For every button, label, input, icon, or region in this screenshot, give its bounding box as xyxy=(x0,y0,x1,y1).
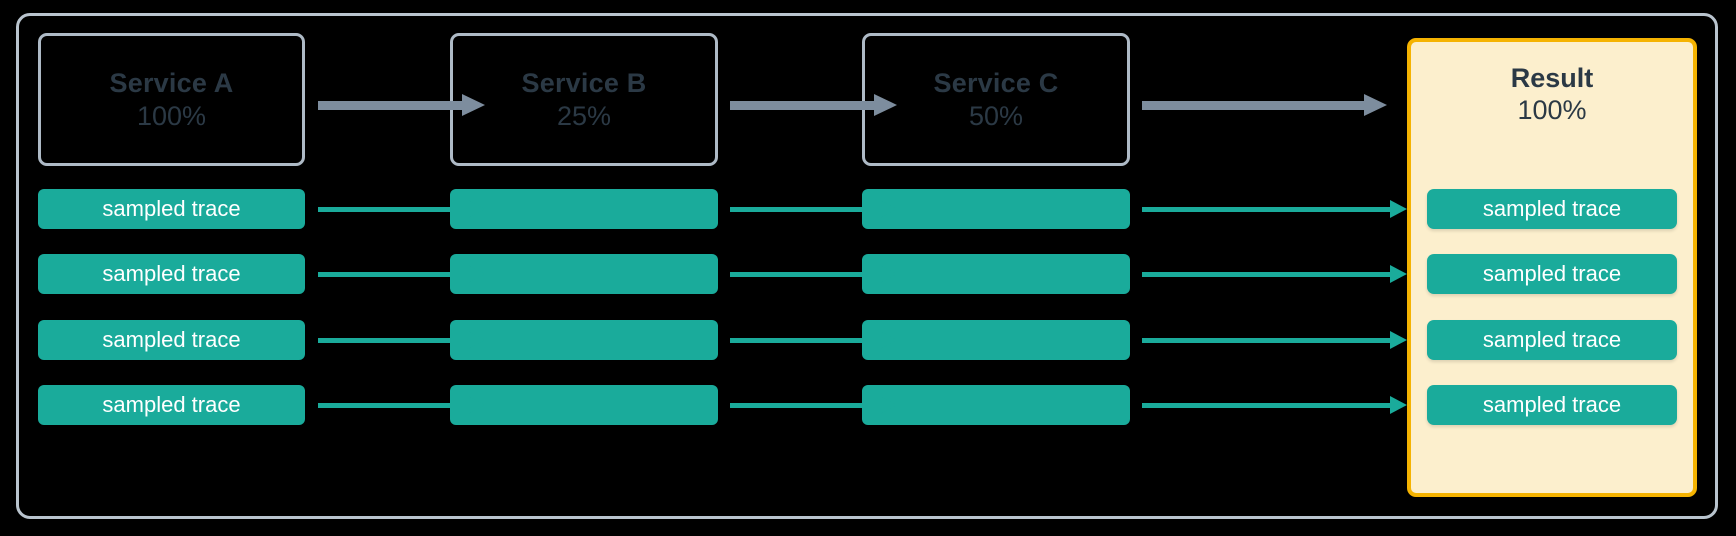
teal-arrow-row4-b-to-c xyxy=(730,396,897,414)
trace-label: sampled trace xyxy=(1482,196,1622,221)
service-box-c: Service C 50% xyxy=(862,33,1130,166)
trace-bar-row4-col1: sampled trace xyxy=(38,385,305,425)
service-name-c: Service C xyxy=(933,68,1059,99)
trace-label: sampled trace xyxy=(1482,327,1622,352)
trace-label: sampled trace xyxy=(102,327,241,352)
trace-bar-row1-col3 xyxy=(862,189,1130,229)
trace-label: sampled trace xyxy=(1482,392,1622,417)
trace-bar-row3-col3 xyxy=(862,320,1130,360)
service-percent-b: 25% xyxy=(556,100,612,131)
teal-arrow-row3-a-to-b xyxy=(318,331,485,349)
trace-bar-row2-col2 xyxy=(450,254,718,294)
trace-label: sampled trace xyxy=(102,392,241,417)
trace-bar-row4-col3 xyxy=(862,385,1130,425)
trace-bar-row2-col3 xyxy=(862,254,1130,294)
trace-label: sampled trace xyxy=(102,261,241,286)
service-box-a: Service A 100% xyxy=(38,33,305,166)
service-name-b: Service B xyxy=(521,68,647,99)
trace-bar-row2-result: sampled trace xyxy=(1427,254,1677,294)
trace-bar-row1-col2 xyxy=(450,189,718,229)
teal-arrow-row1-a-to-b xyxy=(318,200,485,218)
diagram-outer-frame xyxy=(16,13,1718,519)
trace-label: sampled trace xyxy=(102,196,241,221)
teal-arrow-row2-b-to-c xyxy=(730,265,897,283)
service-box-b: Service B 25% xyxy=(450,33,718,166)
result-percent: 100% xyxy=(1517,95,1587,126)
teal-arrow-row3-c-to-result xyxy=(1142,331,1407,349)
teal-arrow-row3-b-to-c xyxy=(730,331,897,349)
teal-arrow-row2-c-to-result xyxy=(1142,265,1407,283)
gray-arrow-b-to-c xyxy=(730,94,897,116)
trace-bar-row3-col1: sampled trace xyxy=(38,320,305,360)
teal-arrow-row1-b-to-c xyxy=(730,200,897,218)
service-percent-a: 100% xyxy=(136,100,207,131)
teal-arrow-row2-a-to-b xyxy=(318,265,485,283)
trace-label: sampled trace xyxy=(1482,261,1622,286)
trace-bar-row4-result: sampled trace xyxy=(1427,385,1677,425)
trace-bar-row2-col1: sampled trace xyxy=(38,254,305,294)
trace-bar-row1-result: sampled trace xyxy=(1427,189,1677,229)
teal-arrow-row1-c-to-result xyxy=(1142,200,1407,218)
service-name-a: Service A xyxy=(109,68,234,99)
result-header: Result 100% xyxy=(1411,64,1693,125)
teal-arrow-row4-c-to-result xyxy=(1142,396,1407,414)
result-name: Result xyxy=(1510,63,1594,93)
service-percent-c: 50% xyxy=(968,100,1024,131)
trace-bar-row3-result: sampled trace xyxy=(1427,320,1677,360)
gray-arrow-a-to-b xyxy=(318,94,485,116)
gray-arrow-c-to-result xyxy=(1142,94,1387,116)
teal-arrow-row4-a-to-b xyxy=(318,396,485,414)
trace-bar-row3-col2 xyxy=(450,320,718,360)
trace-bar-row1-col1: sampled trace xyxy=(38,189,305,229)
trace-bar-row4-col2 xyxy=(450,385,718,425)
